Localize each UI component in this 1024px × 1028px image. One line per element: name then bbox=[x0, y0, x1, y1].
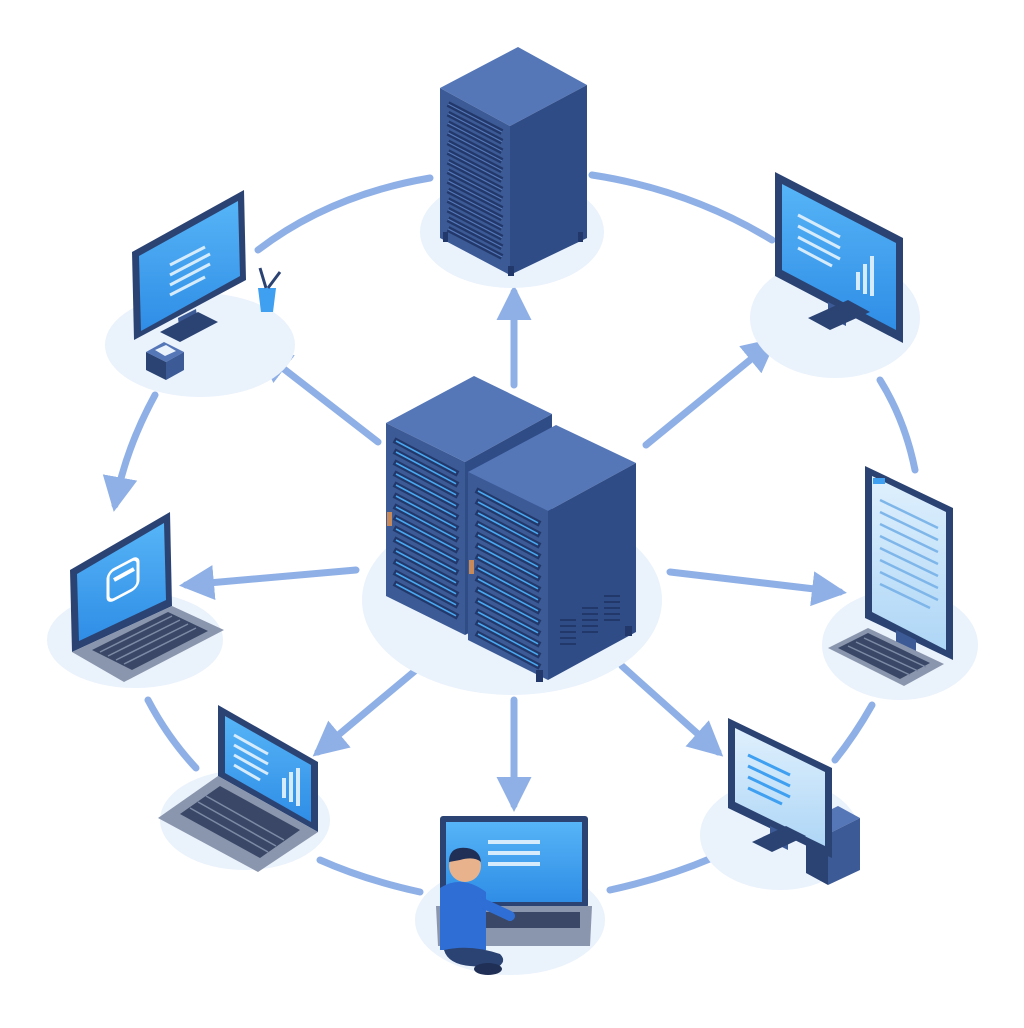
vent-slat bbox=[477, 490, 539, 524]
desktop-top-right-node bbox=[775, 172, 903, 343]
desktop-monitor-icon bbox=[775, 172, 903, 343]
box-icon bbox=[146, 342, 184, 380]
outer-ring bbox=[102, 171, 919, 896]
vent-slat bbox=[477, 512, 539, 546]
vent-slat bbox=[447, 189, 503, 220]
vent-slat bbox=[395, 550, 457, 584]
laptop-bottom-left-node bbox=[158, 705, 318, 872]
ring-arc-top-right bbox=[588, 171, 776, 244]
vent-slat bbox=[477, 501, 539, 535]
ring-arc-bottom-left bbox=[316, 856, 424, 896]
vent-slat bbox=[477, 578, 539, 612]
vent-slat bbox=[395, 572, 457, 606]
monitor-right-node bbox=[828, 466, 953, 686]
ring-arc-left-upper bbox=[102, 391, 159, 512]
vent-slat bbox=[395, 517, 457, 551]
vent-slat bbox=[395, 440, 457, 474]
arrow-to-desktop-bottom-right bbox=[618, 662, 724, 757]
vent-slat bbox=[447, 180, 503, 210]
vent-slat bbox=[477, 534, 539, 568]
document-monitor-icon bbox=[828, 466, 953, 686]
vent-slat bbox=[447, 199, 503, 229]
ring-arc-bottom-right bbox=[606, 854, 716, 894]
vent-slat bbox=[477, 622, 539, 656]
ring-arc-left-lower bbox=[144, 696, 200, 772]
arrow-to-desktop-top-right bbox=[642, 337, 778, 449]
vent-slat bbox=[447, 103, 503, 133]
vent-slat bbox=[395, 583, 457, 617]
vent-slat bbox=[395, 462, 457, 496]
app-window-icon bbox=[106, 557, 140, 602]
vent-slat bbox=[395, 539, 457, 573]
vent-slat bbox=[477, 567, 539, 601]
server-rack-icon bbox=[440, 47, 587, 276]
vent-slat bbox=[477, 611, 539, 645]
laptop-left-node bbox=[70, 512, 224, 682]
vent-slat bbox=[477, 589, 539, 623]
vent-slat bbox=[395, 473, 457, 507]
vent-slat bbox=[447, 141, 503, 172]
vent-slat bbox=[395, 495, 457, 529]
desktop-top-left-node bbox=[132, 190, 282, 380]
vent-slat bbox=[395, 528, 457, 562]
vent-slat bbox=[395, 506, 457, 540]
user-figure bbox=[440, 847, 515, 975]
vent-slat bbox=[447, 161, 503, 191]
vent-slat bbox=[477, 633, 539, 667]
user-at-laptop-icon bbox=[436, 816, 592, 975]
vent-slat bbox=[447, 218, 503, 248]
vent-slat bbox=[395, 561, 457, 595]
server-cluster-icon bbox=[386, 376, 636, 682]
vent-slat bbox=[447, 113, 503, 143]
pencil-cup-icon bbox=[258, 267, 282, 312]
vent-slat bbox=[447, 122, 503, 152]
vent-slat bbox=[477, 556, 539, 590]
ring-arc-right-upper bbox=[876, 376, 919, 474]
vent-slat bbox=[395, 484, 457, 518]
arrow-to-laptop-left bbox=[179, 565, 360, 600]
vent-slat bbox=[395, 451, 457, 485]
desktop-tower-icon bbox=[728, 718, 860, 885]
vent-slat bbox=[477, 600, 539, 634]
vent-slat bbox=[477, 523, 539, 557]
desktop-monitor-icon bbox=[132, 190, 246, 342]
vent-slat bbox=[477, 545, 539, 579]
arrow-to-monitor-right bbox=[666, 568, 847, 607]
laptop-icon bbox=[158, 705, 318, 872]
ring-arc-top-left bbox=[254, 174, 434, 254]
vent-slat bbox=[447, 151, 503, 181]
desktop-bottom-right-node bbox=[728, 718, 860, 885]
vent-slat bbox=[447, 209, 503, 239]
vent-slat bbox=[447, 228, 503, 258]
ring-arc-right-lower bbox=[831, 701, 876, 764]
arrow-to-laptop-bottom-left bbox=[312, 656, 432, 757]
user-laptop-bottom-node bbox=[436, 816, 592, 975]
top-server-node bbox=[440, 47, 587, 276]
center-server-cluster bbox=[386, 376, 636, 682]
vent-slat bbox=[447, 132, 503, 162]
vent-slat bbox=[447, 170, 503, 200]
laptop-icon bbox=[70, 512, 224, 682]
